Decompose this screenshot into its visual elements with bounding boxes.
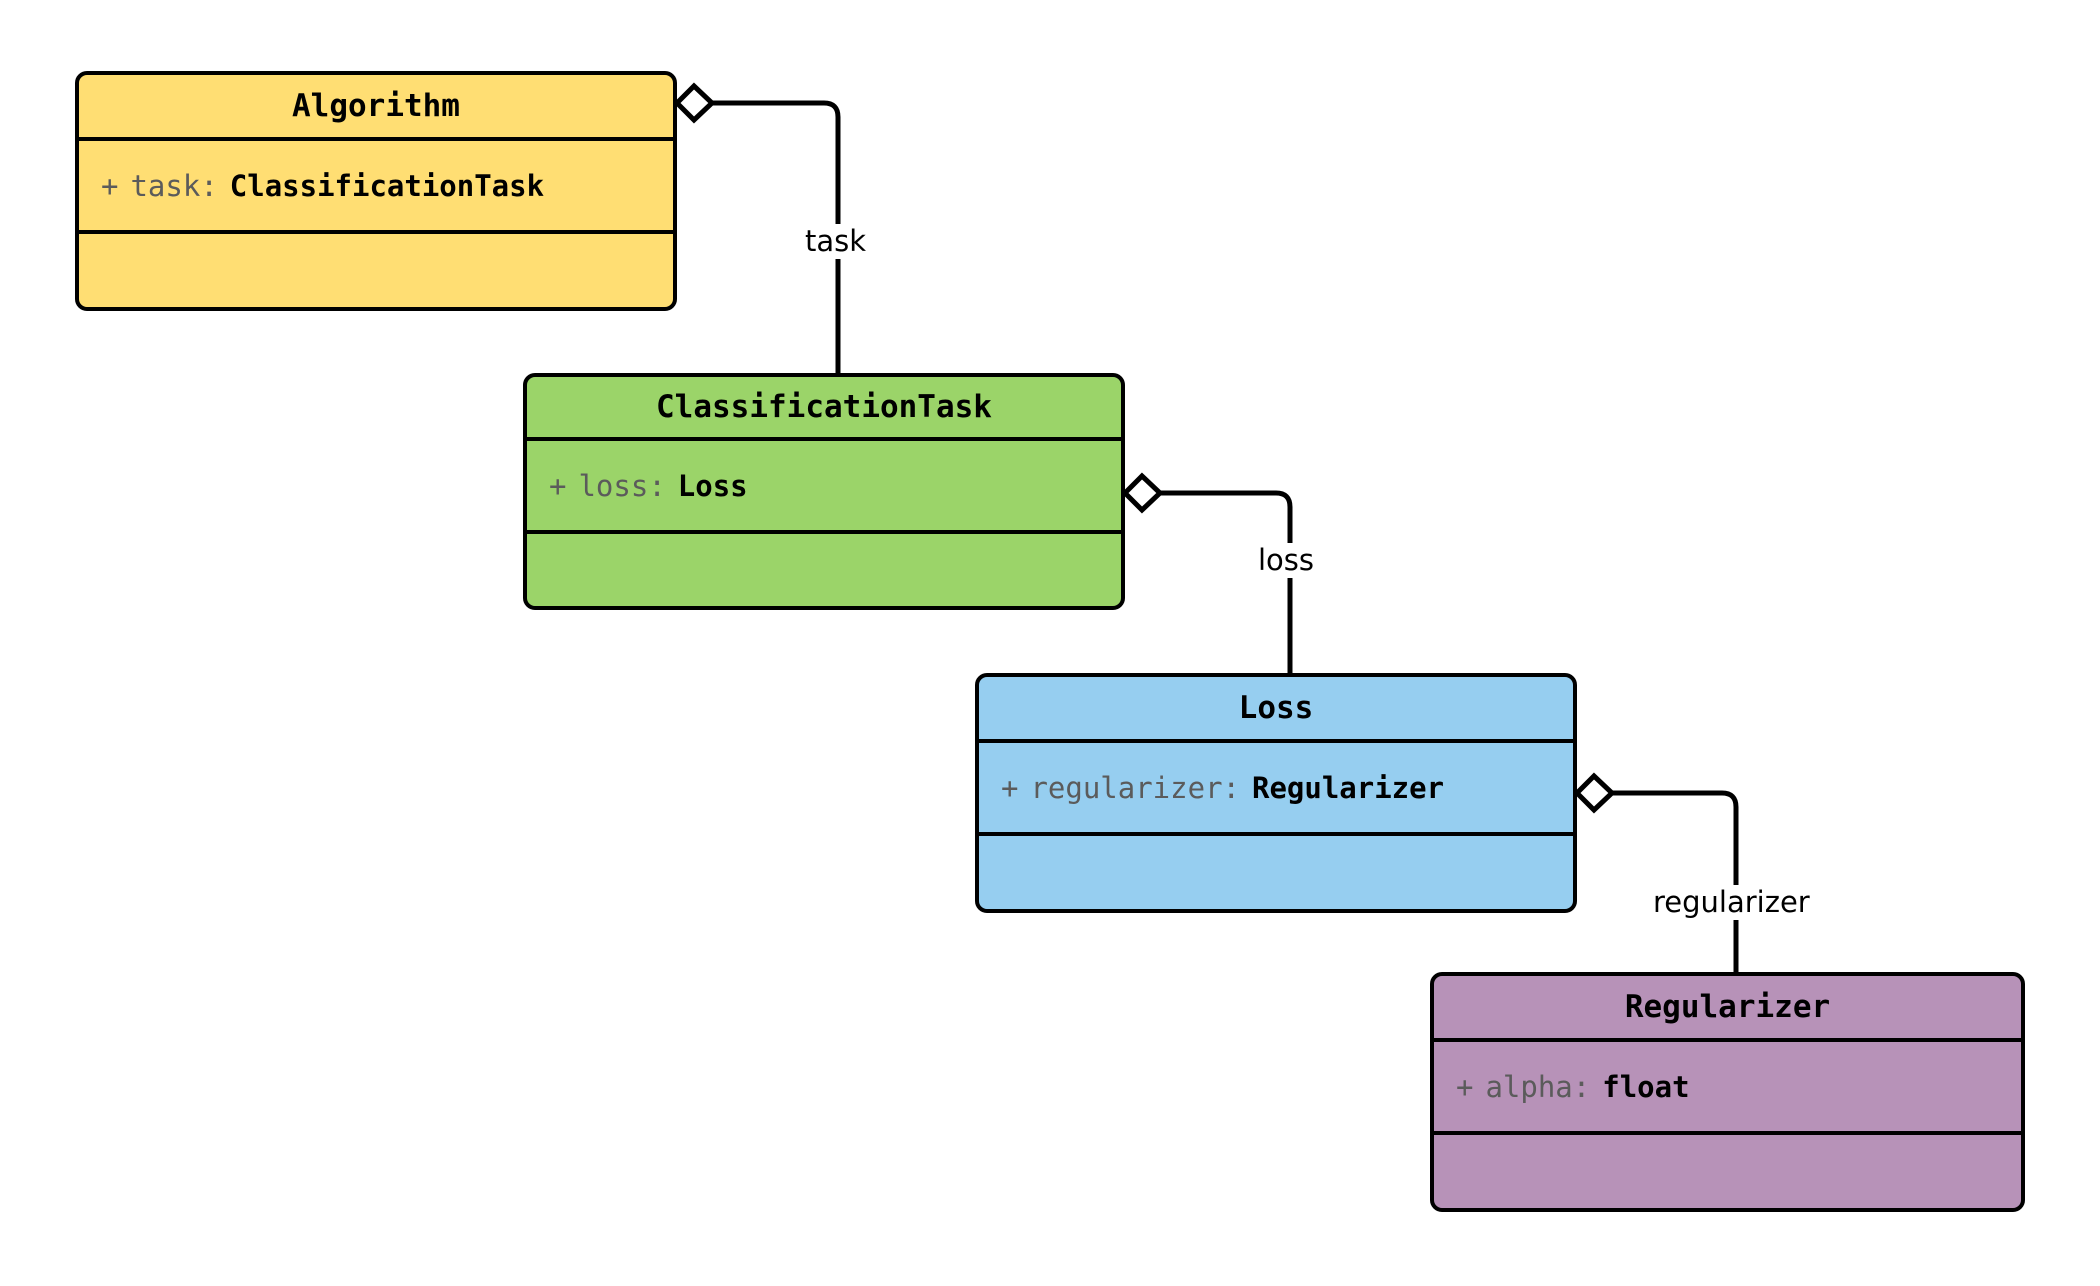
class-divider-bottom xyxy=(979,832,1573,836)
class-divider-bottom xyxy=(527,530,1121,534)
aggregation-diamond-loss xyxy=(1121,472,1164,514)
attribute-name: regularizer xyxy=(1030,770,1223,805)
class-title-classification-task: ClassificationTask xyxy=(527,377,1121,437)
attribute-name: alpha xyxy=(1485,1069,1573,1104)
relation-loss-regularizer xyxy=(1573,772,1739,972)
class-divider-top xyxy=(979,739,1573,743)
class-title-loss: Loss xyxy=(979,677,1573,739)
relation-line-regularizer xyxy=(1612,790,1739,972)
aggregation-diamond-task xyxy=(673,82,716,124)
class-box-algorithm[interactable]: Algorithm + task : ClassificationTask xyxy=(75,71,677,311)
class-title-text: ClassificationTask xyxy=(656,389,992,425)
class-title-text: Regularizer xyxy=(1624,989,1831,1025)
class-box-classification-task[interactable]: ClassificationTask + loss : Loss xyxy=(523,373,1125,610)
attribute-visibility: + xyxy=(1001,770,1019,805)
class-divider-top xyxy=(1434,1038,2021,1042)
class-divider-bottom xyxy=(79,230,673,234)
attribute-name: loss xyxy=(578,468,649,503)
class-methods-algorithm xyxy=(79,234,673,307)
aggregation-diamond-regularizer xyxy=(1573,772,1616,814)
class-title-text: Algorithm xyxy=(292,88,460,124)
attribute-type: Loss xyxy=(677,468,748,503)
attribute-separator: : xyxy=(1572,1069,1591,1104)
relation-line-loss xyxy=(1160,490,1293,673)
attribute-type: Regularizer xyxy=(1252,770,1445,805)
attribute-visibility: + xyxy=(1456,1069,1474,1104)
class-divider-top xyxy=(527,437,1121,441)
attribute-separator: : xyxy=(648,468,666,503)
attribute-separator: : xyxy=(200,168,218,203)
class-methods-classification-task xyxy=(527,534,1121,606)
class-attributes-regularizer: + alpha : float xyxy=(1434,1042,2021,1131)
attribute-visibility: + xyxy=(101,168,119,203)
class-methods-loss xyxy=(979,836,1573,909)
class-title-text: Loss xyxy=(1238,690,1314,726)
attribute-type: ClassificationTask xyxy=(229,168,545,203)
attribute-type: float xyxy=(1602,1069,1690,1104)
relation-label-loss: loss xyxy=(1253,543,1320,578)
class-attribute-row: + regularizer : Regularizer xyxy=(1001,771,1551,805)
class-divider-top xyxy=(79,137,673,141)
relation-label-task: task xyxy=(800,224,872,259)
class-box-loss[interactable]: Loss + regularizer : Regularizer xyxy=(975,673,1577,913)
class-attribute-row: + loss : Loss xyxy=(549,469,1099,503)
relation-label-regularizer: regularizer xyxy=(1648,885,1815,920)
class-divider-bottom xyxy=(1434,1131,2021,1135)
class-title-algorithm: Algorithm xyxy=(79,75,673,137)
attribute-visibility: + xyxy=(549,468,567,503)
class-box-regularizer[interactable]: Regularizer + alpha : float xyxy=(1430,972,2025,1212)
class-title-regularizer: Regularizer xyxy=(1434,976,2021,1038)
class-attributes-algorithm: + task : ClassificationTask xyxy=(79,141,673,230)
class-attribute-row: + alpha : float xyxy=(1456,1070,1999,1104)
class-methods-regularizer xyxy=(1434,1135,2021,1208)
attribute-separator: : xyxy=(1222,770,1240,805)
attribute-name: task xyxy=(130,168,201,203)
class-attributes-classification-task: + loss : Loss xyxy=(527,441,1121,530)
class-attributes-loss: + regularizer : Regularizer xyxy=(979,743,1573,832)
class-attribute-row: + task : ClassificationTask xyxy=(101,169,651,203)
